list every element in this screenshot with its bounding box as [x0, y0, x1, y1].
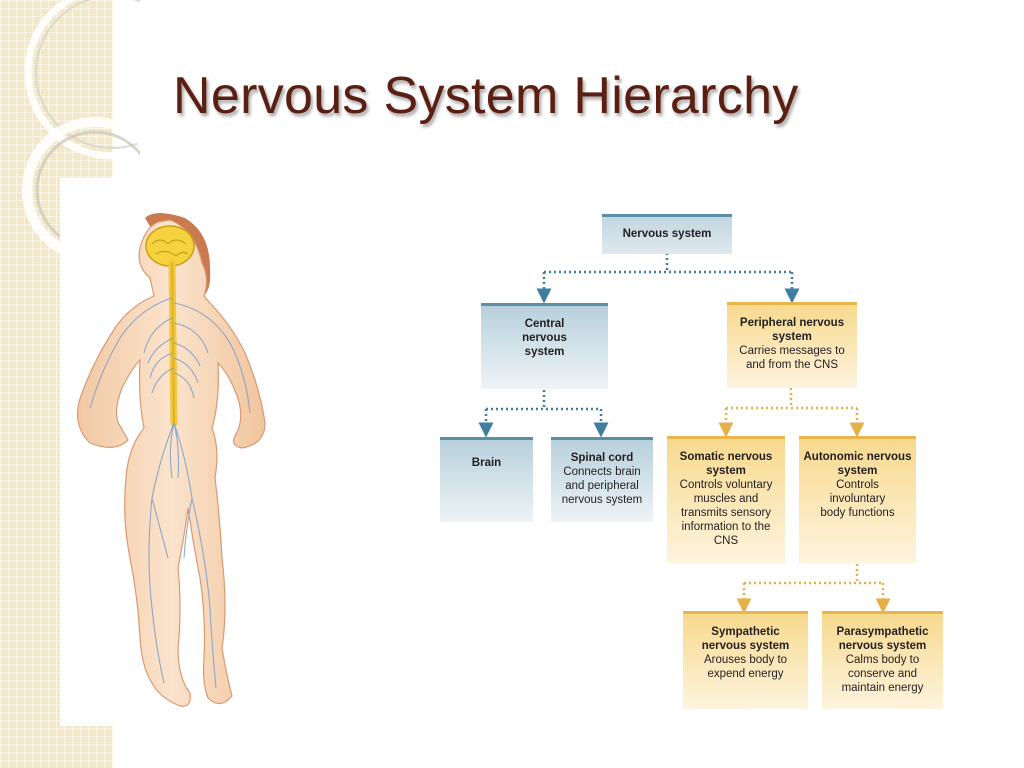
node-spinal-cord: Spinal cord Connects brain and periphera…: [551, 437, 653, 522]
node-title: Brain: [471, 457, 502, 469]
node-nervous-system: Nervous system: [602, 214, 732, 254]
human-nervous-system-illustration: [76, 213, 266, 707]
node-description: Calms body to conserve and maintain ener…: [841, 654, 924, 694]
node-description: Arouses body to expend energy: [703, 654, 788, 680]
node-title: Autonomic nervous system: [803, 451, 912, 477]
node-title: Central nervous system: [522, 318, 567, 358]
slide-title: Nervous System Hierarchy: [173, 67, 799, 125]
node-title: Sympathetic nervous system: [701, 626, 790, 652]
node-description: Carries messages to and from the CNS: [739, 345, 845, 371]
illustration-panel: [60, 178, 440, 726]
node-somatic-nervous-system: Somatic nervous system Controls voluntar…: [667, 436, 785, 563]
node-title: Peripheral nervous system: [739, 317, 845, 343]
node-title: Somatic nervous system: [679, 451, 773, 477]
node-parasympathetic-nervous-system: Parasympathetic nervous system Calms bod…: [822, 611, 943, 709]
node-peripheral-nervous-system: Peripheral nervous system Carries messag…: [727, 302, 857, 388]
node-description: Controls involuntary body functions: [820, 479, 895, 519]
node-brain: Brain: [440, 437, 533, 522]
node-sympathetic-nervous-system: Sympathetic nervous system Arouses body …: [683, 611, 808, 709]
node-central-nervous-system: Central nervous system: [481, 303, 608, 389]
node-title: Nervous system: [622, 228, 712, 240]
node-description: Connects brain and peripheral nervous sy…: [561, 466, 643, 506]
node-description: Controls voluntary muscles and transmits…: [679, 479, 773, 547]
node-title: Spinal cord: [570, 452, 634, 464]
node-title: Parasympathetic nervous system: [836, 626, 929, 652]
node-autonomic-nervous-system: Autonomic nervous system Controls involu…: [799, 436, 916, 563]
